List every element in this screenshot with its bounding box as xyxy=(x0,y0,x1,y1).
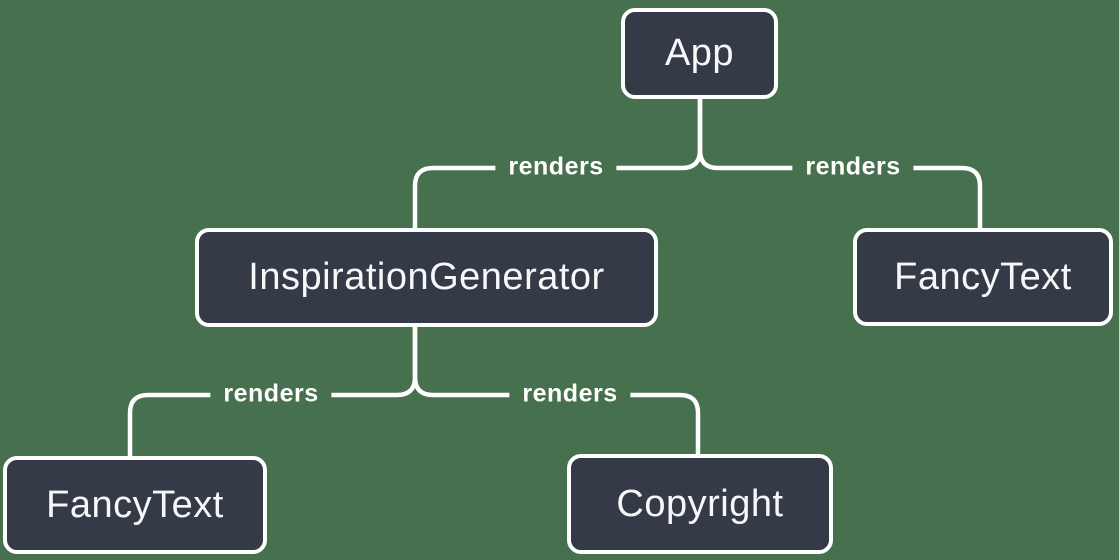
node-app-label: App xyxy=(664,32,735,74)
node-inspirationgenerator-label: InspirationGenerator xyxy=(248,256,605,298)
edge-label-app-inspirationgenerator: renders xyxy=(495,151,617,183)
node-copyright: Copyright xyxy=(567,454,833,554)
node-fancytext-top: FancyText xyxy=(853,228,1113,326)
edge-label-app-fancytext: renders xyxy=(792,151,914,183)
node-fancytext-bottom-label: FancyText xyxy=(46,483,224,526)
node-copyright-label: Copyright xyxy=(616,482,784,525)
node-inspirationgenerator: InspirationGenerator xyxy=(195,228,658,327)
node-fancytext-bottom: FancyText xyxy=(3,456,267,554)
edge-label-inspirationgenerator-copyright: renders xyxy=(509,378,631,410)
node-fancytext-top-label: FancyText xyxy=(894,255,1072,298)
edge-label-inspirationgenerator-fancytext: renders xyxy=(210,378,332,410)
node-app: App xyxy=(621,8,778,99)
